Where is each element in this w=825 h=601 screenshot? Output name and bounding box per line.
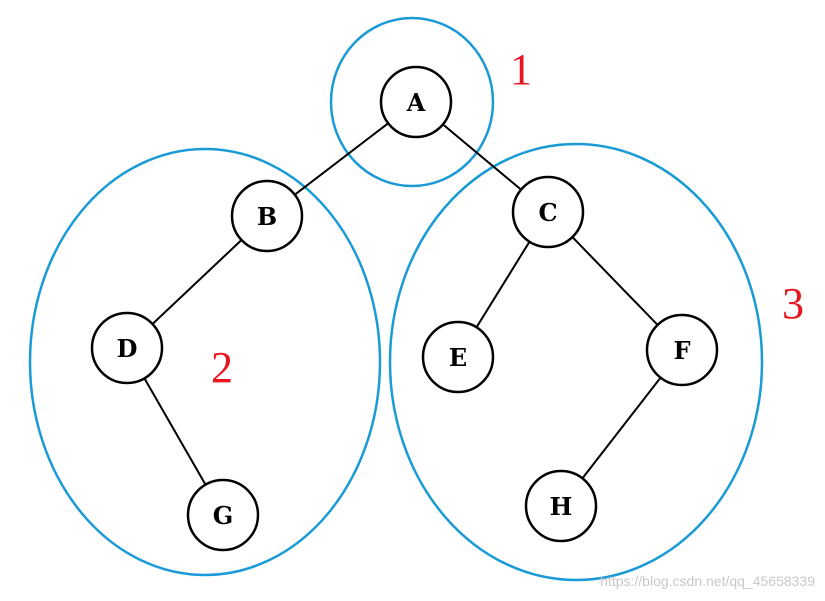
- node-layer: A B C D E F G H: [90, 65, 719, 552]
- node-e-circle: [421, 320, 495, 394]
- edge-layer: [143, 122, 662, 486]
- node-a: A: [379, 65, 453, 139]
- region-layer: [28, 16, 764, 582]
- node-f-label: F: [673, 336, 690, 365]
- node-c: C: [511, 175, 585, 249]
- region-label-layer: 1 2 3: [211, 45, 804, 392]
- node-h: H: [524, 469, 598, 543]
- node-e-label: E: [449, 343, 467, 372]
- node-d-circle: [90, 311, 164, 385]
- edge-c-e: [475, 241, 531, 328]
- node-f: F: [645, 313, 719, 387]
- node-f-circle: [645, 313, 719, 387]
- node-b: B: [230, 179, 304, 253]
- edge-c-f: [571, 236, 659, 326]
- node-g-circle: [186, 478, 260, 552]
- region-1-label: 1: [510, 45, 532, 94]
- node-b-circle: [230, 179, 304, 253]
- node-g: G: [186, 478, 260, 552]
- edge-a-c: [442, 123, 522, 191]
- node-e: E: [421, 320, 495, 394]
- node-a-label: A: [406, 88, 426, 117]
- region-3-ellipse: [388, 142, 764, 582]
- edge-b-d: [151, 239, 243, 325]
- edge-a-b: [294, 122, 389, 196]
- region-1-ellipse: [329, 16, 495, 188]
- region-2-ellipse: [28, 147, 382, 577]
- node-h-circle: [524, 469, 598, 543]
- node-h-label: H: [550, 492, 573, 521]
- node-c-label: C: [538, 198, 557, 227]
- region-2-label: 2: [211, 343, 233, 392]
- node-d: D: [90, 311, 164, 385]
- node-a-circle: [379, 65, 453, 139]
- node-g-label: G: [213, 501, 234, 530]
- node-b-label: B: [257, 202, 277, 231]
- node-d-label: D: [117, 334, 138, 363]
- region-3-label: 3: [782, 279, 804, 328]
- watermark-text: https://blog.csdn.net/qq_45658339: [600, 573, 815, 589]
- edge-d-g: [143, 377, 207, 486]
- edge-f-h: [581, 377, 662, 479]
- node-c-circle: [511, 175, 585, 249]
